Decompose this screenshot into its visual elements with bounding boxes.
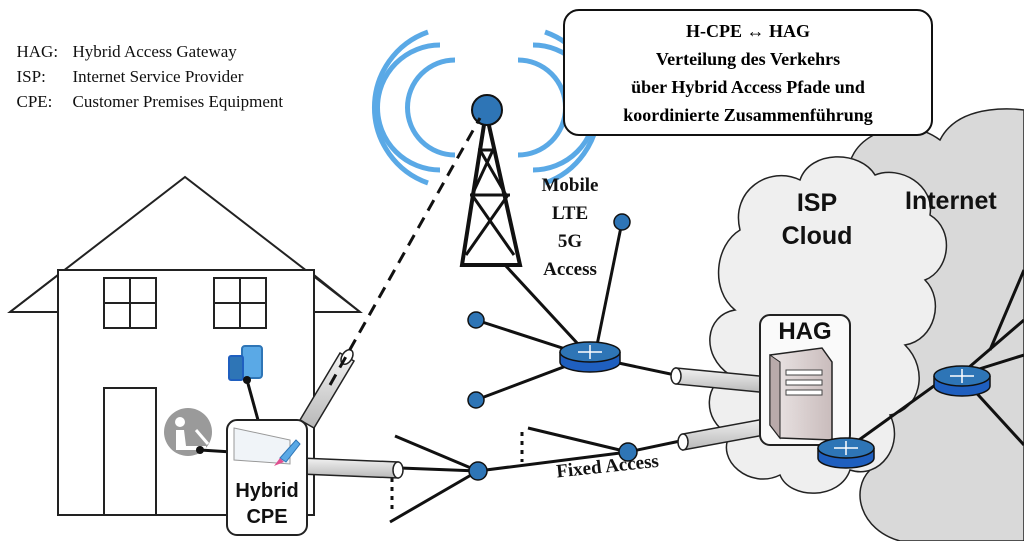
isp-label-line1: ISP bbox=[796, 189, 838, 217]
house-door bbox=[103, 387, 157, 516]
mobile-label-line3: 5G bbox=[557, 231, 583, 252]
isp-cloud-label: ISP Cloud bbox=[772, 187, 862, 253]
house-window-right bbox=[213, 277, 267, 329]
cpe-label-line1: Hybrid bbox=[235, 480, 299, 502]
server-icon bbox=[769, 347, 833, 441]
legend-cpe-abbr: CPE: bbox=[16, 92, 53, 111]
mobile-end-nodes bbox=[467, 213, 631, 409]
legend-isp: ISP: Internet Service Provider bbox=[8, 47, 244, 87]
rocket-icon bbox=[274, 439, 301, 466]
legend-isp-abbr: ISP: bbox=[16, 67, 46, 86]
mobile-label-line1: Mobile bbox=[541, 175, 599, 196]
laptop-user-icon bbox=[164, 408, 233, 456]
legend-isp-text: Internet Service Provider bbox=[72, 67, 244, 86]
info-box-line1: H-CPE ↔ HAG bbox=[686, 21, 810, 41]
legend-hag-text: Hybrid Access Gateway bbox=[72, 42, 237, 61]
legend-hag: HAG: Hybrid Access Gateway bbox=[8, 22, 237, 62]
mobile-access-label: Mobile LTE 5G Access bbox=[525, 172, 615, 284]
mobile-router bbox=[559, 341, 621, 373]
info-box-line2: Verteilung des Verkehrs bbox=[655, 49, 841, 69]
info-box-line4: koordinierte Zusammenführung bbox=[623, 105, 873, 125]
cpe-label-line2: CPE bbox=[246, 506, 288, 528]
legend-hag-abbr: HAG: bbox=[16, 42, 59, 61]
wireless-dashed-link bbox=[328, 117, 482, 386]
hybrid-cpe-box bbox=[226, 419, 308, 536]
hag-box bbox=[759, 314, 851, 446]
fixed-dotted-marks bbox=[390, 432, 524, 512]
hybrid-cpe-label: Hybrid CPE bbox=[227, 478, 307, 530]
internet-router bbox=[933, 269, 1024, 447]
house-window-left bbox=[103, 277, 157, 329]
legend-cpe: CPE: Customer Premises Equipment bbox=[8, 72, 284, 112]
isp-label-line2: Cloud bbox=[781, 222, 853, 250]
legend-cpe-text: Customer Premises Equipment bbox=[72, 92, 284, 111]
fixed-nodes bbox=[468, 442, 638, 481]
fixed-access-links bbox=[389, 426, 686, 524]
tube-fixed-hag bbox=[677, 417, 771, 451]
mobile-label-line4: Access bbox=[543, 259, 597, 280]
mobile-label-line2: LTE bbox=[551, 203, 589, 224]
internet-label: Internet bbox=[905, 187, 997, 215]
hag-label: HAG bbox=[778, 318, 832, 345]
info-box: H-CPE ↔ HAG Verteilung des Verkehrs über… bbox=[563, 9, 933, 136]
info-box-line3: über Hybrid Access Pfade und bbox=[631, 77, 865, 97]
tube-cpe-fixed bbox=[299, 457, 404, 479]
tablet-phone-icon bbox=[228, 345, 263, 421]
hag-router bbox=[817, 376, 946, 469]
